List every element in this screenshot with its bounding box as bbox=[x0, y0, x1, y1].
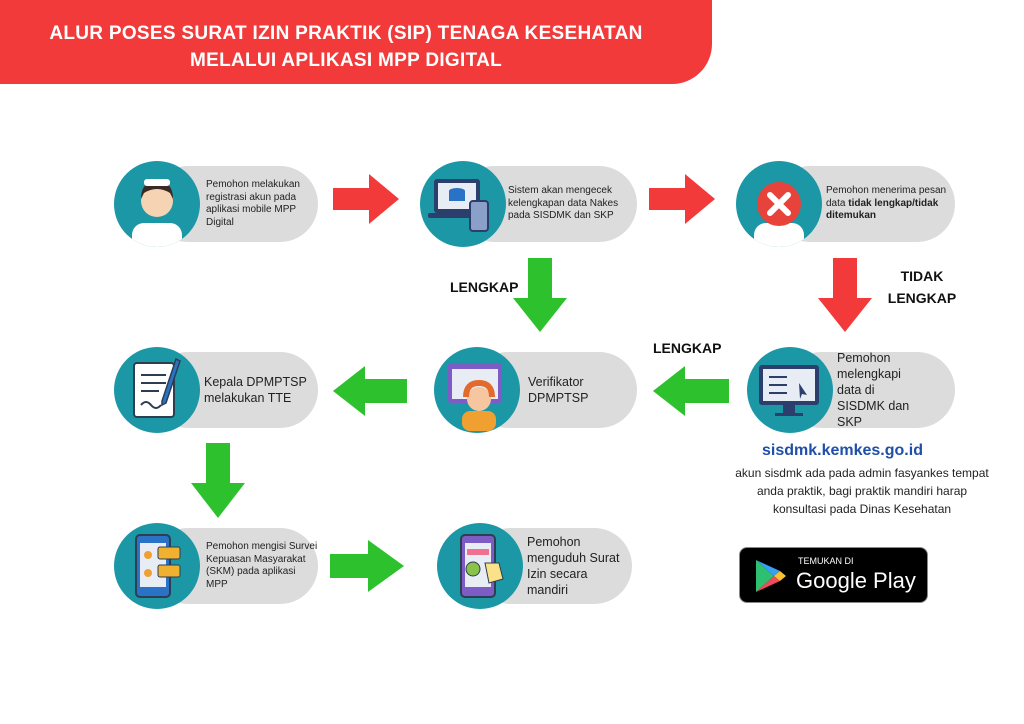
phone-survey-icon bbox=[114, 523, 200, 609]
arrow-down-green-1 bbox=[513, 258, 567, 332]
arrow-right-green bbox=[330, 540, 404, 592]
step-text: Pemohon melengkapi data di SISDMK dan SK… bbox=[837, 351, 910, 429]
document-sign-icon bbox=[114, 347, 200, 433]
laptop-database-icon bbox=[420, 161, 506, 247]
arrow-down-red bbox=[818, 258, 872, 332]
monitor-form-icon bbox=[747, 347, 833, 433]
step-tidak-lengkap: Pemohon menerima pesan data tidak lengka… bbox=[736, 161, 955, 247]
title-line-2: MELALUI APLIKASI MPP DIGITAL bbox=[189, 50, 503, 71]
step-melengkapi: Pemohon melengkapi data di SISDMK dan SK… bbox=[747, 347, 955, 433]
step-skm: Pemohon mengisi Survei Kepuasan Masyarak… bbox=[114, 523, 318, 609]
label-lengkap-1: LENGKAP bbox=[450, 279, 519, 295]
google-play-logo-icon bbox=[756, 560, 786, 592]
arrow-right-red-1 bbox=[333, 174, 399, 224]
arrow-left-green-1 bbox=[333, 366, 407, 416]
phone-download-icon bbox=[437, 523, 523, 609]
step-text-bold: tidak lengkap/tidak ditemukan bbox=[826, 197, 939, 222]
step-text: Pemohon menguduh Surat Izin secara mandi… bbox=[527, 535, 620, 597]
google-play-button[interactable]: TEMUKAN DI Google Play bbox=[739, 547, 928, 603]
step-unduh: Pemohon menguduh Surat Izin secara mandi… bbox=[437, 523, 632, 609]
nurse-rejected-icon bbox=[736, 161, 822, 247]
title-line-1: ALUR POSES SURAT IZIN PRAKTIK (SIP) TENA… bbox=[49, 23, 643, 44]
step-verifikator: Verifikator DPMPTSP bbox=[434, 347, 637, 433]
google-play-small-text: TEMUKAN DI bbox=[798, 556, 854, 566]
label-tidak-lengkap: TIDAK LENGKAP bbox=[887, 268, 957, 306]
sisdmk-link[interactable]: sisdmk.kemkes.go.id bbox=[762, 442, 923, 459]
step-text-normal: Pemohon menerima pesan data bbox=[826, 185, 947, 209]
google-play-big-text: Google Play bbox=[796, 568, 916, 593]
title-banner: ALUR POSES SURAT IZIN PRAKTIK (SIP) TENA… bbox=[0, 0, 712, 84]
step-text: Pemohon mengisi Survei Kepuasan Masyarak… bbox=[206, 541, 318, 590]
sisdmk-note: akun sisdmk ada pada admin fasyankes tem… bbox=[735, 466, 989, 516]
step-tte: Kepala DPMPTSP melakukan TTE bbox=[114, 347, 318, 433]
step-cek-data: Sistem akan mengecek kelengkapan data Na… bbox=[420, 161, 637, 247]
step-text: Pemohon menerima pesan data tidak lengka… bbox=[826, 166, 951, 242]
verifier-headset-icon bbox=[434, 347, 520, 433]
label-lengkap-2: LENGKAP bbox=[653, 340, 722, 356]
step-text: Pemohon melakukan registrasi akun pada a… bbox=[206, 179, 300, 228]
arrow-down-green-2 bbox=[191, 443, 245, 518]
arrow-right-red-2 bbox=[649, 174, 715, 224]
step-registrasi: Pemohon melakukan registrasi akun pada a… bbox=[114, 161, 318, 247]
step-text: Sistem akan mengecek kelengkapan data Na… bbox=[508, 185, 619, 222]
step-text: Kepala DPMPTSP melakukan TTE bbox=[204, 375, 307, 405]
arrow-left-green-2 bbox=[653, 366, 729, 416]
step-text: Verifikator DPMPTSP bbox=[528, 375, 589, 405]
nurse-icon bbox=[114, 161, 200, 247]
